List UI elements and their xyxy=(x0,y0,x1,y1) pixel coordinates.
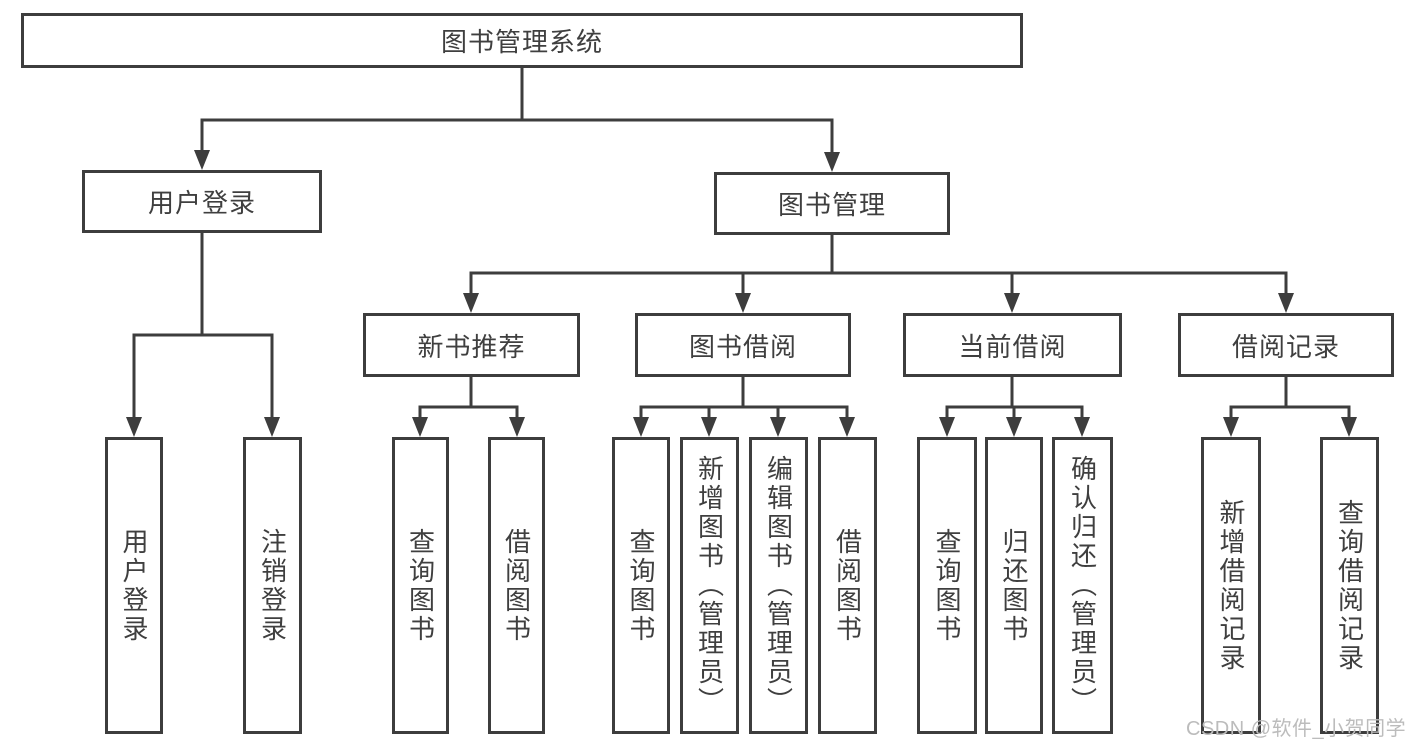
node-label: 新增图书（管理员） xyxy=(694,455,725,716)
leaf-borrow-books-borrowing: 借阅图书 xyxy=(818,437,877,734)
leaf-query-books-borrowing: 查询图书 xyxy=(612,437,670,734)
node-label: 当前借阅 xyxy=(958,331,1067,362)
node-label: 查询图书 xyxy=(932,527,962,644)
node-label: 图书管理 xyxy=(777,190,886,220)
node-borrowing-records: 借阅记录 xyxy=(1178,313,1394,377)
leaf-query-borrow-record: 查询借阅记录 xyxy=(1320,437,1379,734)
node-book-management: 图书管理 xyxy=(714,172,950,235)
leaf-add-book-admin: 新增图书（管理员） xyxy=(680,437,739,734)
node-label: 借阅图书 xyxy=(832,527,863,644)
leaf-add-borrow-record: 新增借阅记录 xyxy=(1201,437,1261,734)
leaf-confirm-return-admin: 确认归还（管理员） xyxy=(1052,437,1113,734)
node-label: 图书管理系统 xyxy=(440,27,603,57)
node-label: 确认归还（管理员） xyxy=(1067,455,1098,716)
node-label: 查询图书 xyxy=(626,527,656,644)
node-label: 编辑图书（管理员） xyxy=(763,455,794,716)
leaf-edit-book-admin: 编辑图书（管理员） xyxy=(749,437,808,734)
node-label: 新书推荐 xyxy=(417,331,526,362)
node-current-borrowing: 当前借阅 xyxy=(903,313,1122,377)
node-label: 借阅图书 xyxy=(501,527,532,644)
leaf-logout: 注销登录 xyxy=(243,437,302,734)
node-label: 图书借阅 xyxy=(688,331,797,362)
node-label: 查询图书 xyxy=(405,527,436,644)
leaf-query-books-recommendation: 查询图书 xyxy=(392,437,449,734)
node-library-management-system: 图书管理系统 xyxy=(21,13,1023,68)
leaf-user-login: 用户登录 xyxy=(105,437,163,734)
csdn-watermark: CSDN @软件_小贺同学 xyxy=(1186,718,1405,740)
node-label: 借阅记录 xyxy=(1231,331,1340,362)
node-book-borrowing: 图书借阅 xyxy=(635,313,851,377)
leaf-borrow-books-recommendation: 借阅图书 xyxy=(488,437,545,734)
node-label: 注销登录 xyxy=(257,527,288,644)
node-label: 查询借阅记录 xyxy=(1334,498,1365,673)
node-user-login: 用户登录 xyxy=(82,170,322,233)
node-label: 用户登录 xyxy=(147,188,256,218)
node-label: 归还图书 xyxy=(999,527,1029,644)
leaf-query-books-current: 查询图书 xyxy=(917,437,977,734)
node-label: 新增借阅记录 xyxy=(1216,498,1246,673)
node-label: 用户登录 xyxy=(119,527,149,644)
leaf-return-books: 归还图书 xyxy=(985,437,1043,734)
node-new-book-recommendation: 新书推荐 xyxy=(363,313,580,377)
